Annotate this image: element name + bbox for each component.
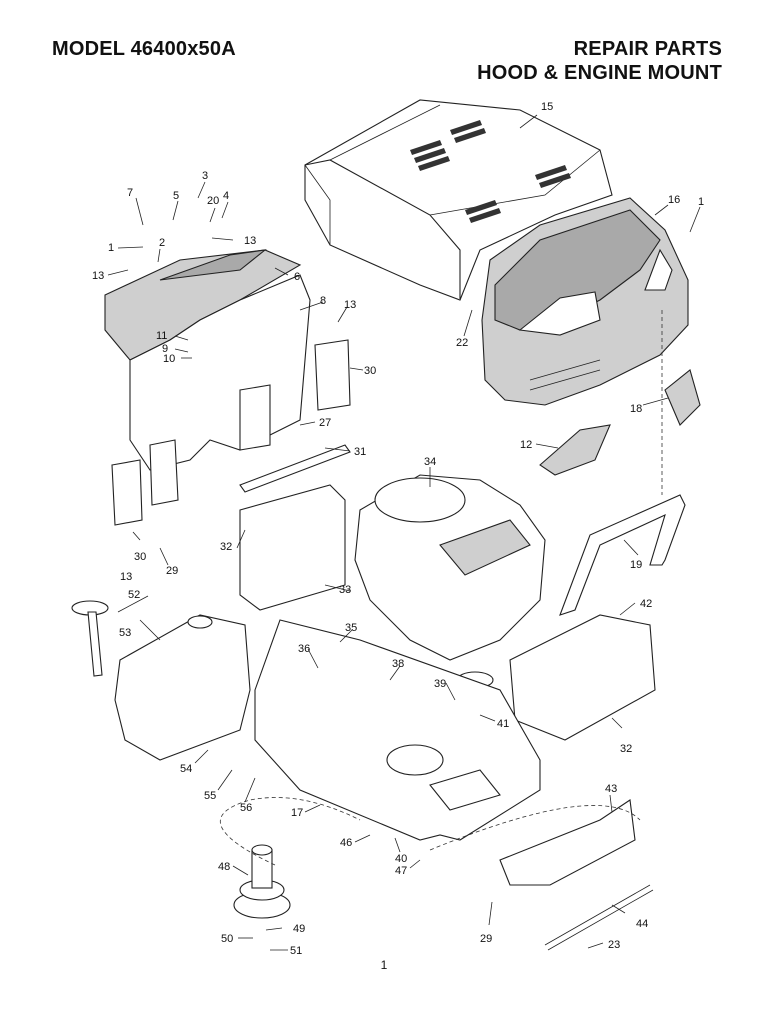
callout-35: 35 (345, 622, 357, 634)
callout-32b: 32 (620, 743, 632, 755)
callout-9: 9 (162, 343, 168, 355)
callout-6: 6 (294, 271, 300, 283)
callout-16: 16 (668, 194, 680, 206)
fuel-tank-part (71, 600, 251, 761)
callout-1: 1 (698, 196, 704, 208)
callout-13b: 13 (92, 270, 104, 282)
callout-4: 4 (223, 190, 229, 202)
callout-44: 44 (636, 918, 648, 930)
callout-56: 56 (240, 802, 252, 814)
grille-part (481, 197, 689, 406)
callout-27: 27 (319, 417, 331, 429)
pulley-part (233, 844, 291, 919)
callout-7: 7 (127, 187, 133, 199)
frame-part (254, 619, 541, 841)
callout-30b: 30 (134, 551, 146, 563)
callout-13d: 13 (120, 571, 132, 583)
engine-part (354, 474, 546, 763)
callout-12: 12 (520, 439, 532, 451)
callout-50: 50 (221, 933, 233, 945)
callout-15: 15 (541, 101, 553, 113)
callout-39: 39 (434, 678, 446, 690)
callout-13c: 13 (344, 299, 356, 311)
dash-panel-part (104, 249, 351, 526)
hood-part (304, 99, 613, 301)
callout-11: 11 (156, 330, 167, 342)
callout-10: 10 (163, 353, 175, 365)
callout-42: 42 (640, 598, 652, 610)
callout-13a: 13 (244, 235, 256, 247)
callout-30a: 30 (364, 365, 376, 377)
callout-33: 33 (339, 584, 351, 596)
callout-29b: 29 (480, 933, 492, 945)
subsection-title: HOOD & ENGINE MOUNT (477, 62, 722, 84)
callout-34: 34 (424, 456, 436, 468)
callout-8: 8 (320, 295, 326, 307)
callout-46: 46 (340, 837, 352, 849)
page-number: 1 (380, 958, 388, 972)
callout-38: 38 (392, 658, 404, 670)
callout-19: 19 (630, 559, 642, 571)
leader-lines (107, 114, 701, 951)
callout-40: 40 (395, 853, 407, 865)
shield-part (239, 444, 351, 611)
bracket-part (509, 494, 686, 741)
callout-55: 55 (204, 790, 216, 802)
callout-29a: 29 (166, 565, 178, 577)
callout-36: 36 (298, 643, 310, 655)
callout-5: 5 (173, 190, 179, 202)
callout-54: 54 (180, 763, 192, 775)
callout-53: 53 (119, 627, 131, 639)
model-title: MODEL 46400x50A (52, 38, 236, 60)
callout-32a: 32 (220, 541, 232, 553)
callout-52: 52 (128, 589, 140, 601)
callout-22: 22 (456, 337, 468, 349)
callout-1b: 1 (108, 242, 114, 254)
callout-3: 3 (202, 170, 208, 182)
front-bracket-part (499, 799, 654, 951)
callout-31: 31 (354, 446, 366, 458)
callout-43: 43 (605, 783, 617, 795)
callout-49: 49 (293, 923, 305, 935)
callout-20: 20 (207, 195, 219, 207)
screen-part (539, 369, 701, 476)
callout-23: 23 (608, 939, 620, 951)
callout-17: 17 (291, 807, 303, 819)
callout-51: 51 (290, 945, 302, 957)
callout-47: 47 (395, 865, 407, 877)
callout-48: 48 (218, 861, 230, 873)
callout-18: 18 (630, 403, 642, 415)
callout-2: 2 (159, 237, 165, 249)
section-title: REPAIR PARTS (573, 38, 722, 60)
callout-41: 41 (497, 718, 509, 730)
